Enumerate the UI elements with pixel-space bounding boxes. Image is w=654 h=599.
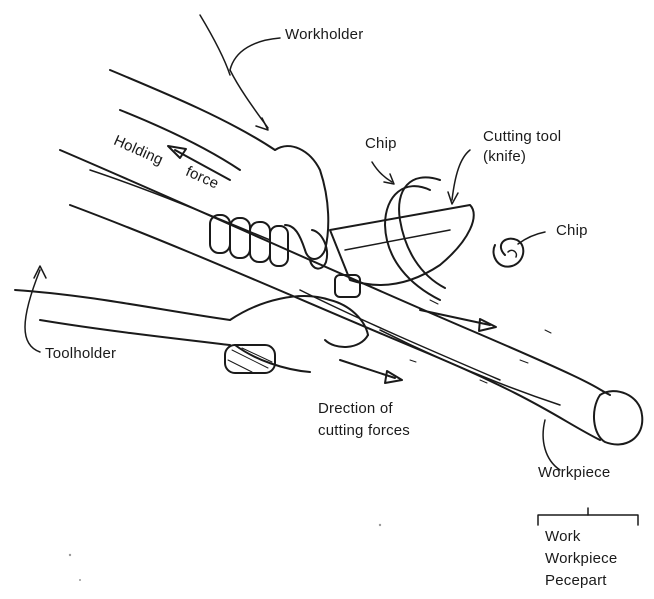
cutting-force-arrow-upper	[420, 310, 496, 331]
leader-chip-right	[518, 232, 545, 244]
label-synonym-pecepart: Pecepart	[545, 572, 607, 590]
chip-curl	[385, 177, 445, 300]
label-synonym-workpiece: Workpiece	[545, 550, 617, 568]
label-direction-line1: Drection of	[318, 400, 393, 418]
label-synonym-work: Work	[545, 528, 581, 546]
leader-toolholder	[25, 266, 46, 352]
cutting-force-arrow-lower	[340, 360, 402, 383]
label-chip-top: Chip	[365, 135, 397, 153]
label-workholder: Workholder	[285, 26, 363, 44]
label-toolholder: Toolholder	[45, 345, 116, 363]
synonym-bracket	[538, 508, 638, 525]
cutting-tool-knife	[330, 205, 474, 285]
label-cutting-tool-line1: Cutting tool	[483, 128, 561, 146]
label-cutting-tool-line2: (knife)	[483, 148, 526, 166]
stray-dots	[69, 524, 381, 581]
label-chip-right: Chip	[556, 222, 588, 240]
leader-workholder	[200, 15, 280, 130]
label-workpiece: Workpiece	[538, 464, 610, 482]
label-direction-line2: cutting forces	[318, 422, 410, 440]
leader-cutting-tool	[448, 150, 470, 204]
leader-chip-top	[372, 162, 394, 184]
workholder-hand	[110, 70, 328, 269]
leader-workpiece	[543, 420, 560, 470]
